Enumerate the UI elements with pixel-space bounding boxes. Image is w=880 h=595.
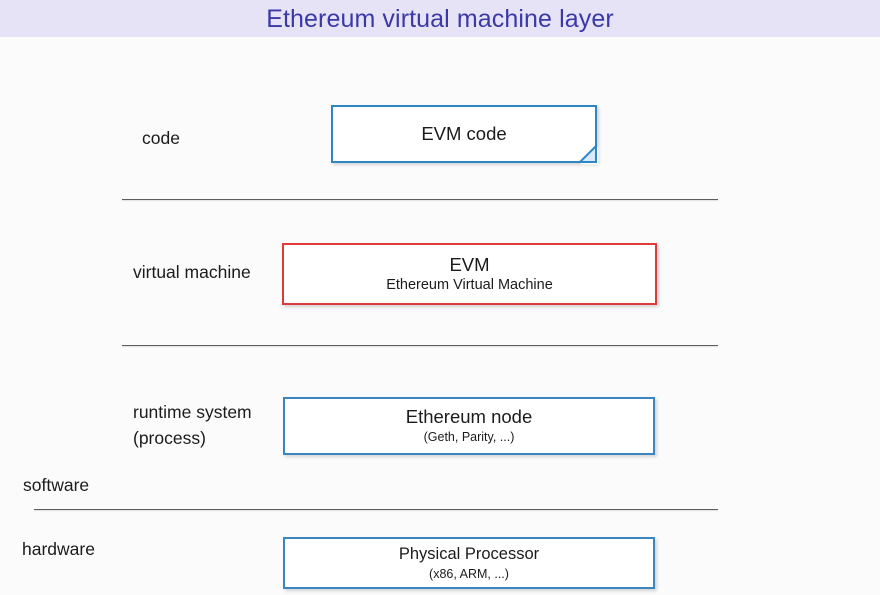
box-physical-processor[interactable]: Physical Processor (x86, ARM, ...) — [283, 537, 655, 589]
layer-label-code: code — [142, 128, 180, 148]
page-title: Ethereum virtual machine layer — [266, 5, 614, 33]
divider-software-hardware — [34, 509, 718, 510]
box-ethereum-node[interactable]: Ethereum node (Geth, Parity, ...) — [283, 397, 655, 455]
divider-vm-runtime — [122, 345, 718, 346]
box-evm-subtitle: Ethereum Virtual Machine — [386, 277, 553, 293]
box-evm-code[interactable]: EVM code — [331, 105, 599, 165]
box-ethereum-node-subtitle: (Geth, Parity, ...) — [423, 430, 515, 444]
layer-label-runtime-system-line2: (process) — [133, 428, 206, 448]
box-evm-title: EVM — [449, 254, 490, 275]
box-physical-processor-subtitle: (x86, ARM, ...) — [429, 567, 509, 581]
box-ethereum-node-title: Ethereum node — [405, 406, 533, 427]
layer-label-hardware: hardware — [22, 539, 95, 559]
divider-code-vm — [122, 199, 718, 200]
layer-label-runtime-system-line1: runtime system — [133, 402, 252, 422]
layer-label-virtual-machine: virtual machine — [133, 262, 251, 282]
box-evm[interactable]: EVM Ethereum Virtual Machine — [282, 243, 657, 305]
layer-label-software: software — [23, 475, 90, 495]
slide-title-band: Ethereum virtual machine layer — [0, 0, 880, 37]
box-evm-code-title: EVM code — [421, 123, 507, 144]
box-physical-processor-title: Physical Processor — [398, 545, 540, 563]
folded-corner-icon — [577, 143, 599, 165]
layer-label-runtime-system: runtime system (process) — [133, 399, 252, 451]
